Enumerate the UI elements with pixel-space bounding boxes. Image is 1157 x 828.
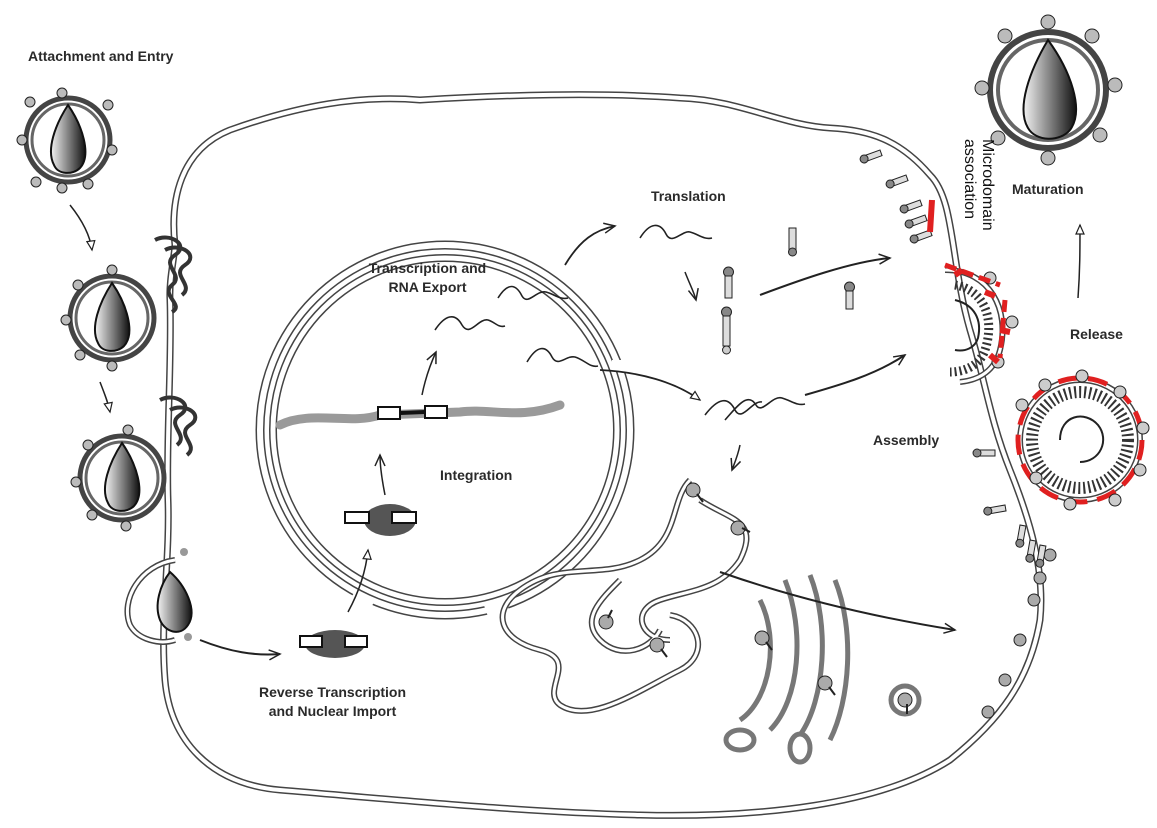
label-rt-line2: and Nuclear Import [220, 702, 445, 721]
label-transcription-line2: RNA Export [335, 278, 520, 297]
endoplasmic-reticulum [503, 480, 747, 711]
label-transcription: Transcription and RNA Export [335, 259, 520, 297]
label-maturation: Maturation [1012, 180, 1112, 199]
label-maturation-text: Maturation [1012, 180, 1112, 199]
label-microdomain-line1: Microdomain [978, 139, 996, 231]
label-rt-line1: Reverse Transcription [220, 683, 445, 702]
virion-binding [61, 265, 154, 371]
label-translation-text: Translation [651, 187, 761, 206]
label-assembly: Assembly [873, 431, 963, 450]
virion-attaching [17, 88, 117, 193]
virion-fusing [71, 425, 164, 531]
gag-polyproteins [722, 228, 855, 354]
budding-virion-late [1016, 370, 1149, 510]
label-release-text: Release [1070, 325, 1150, 344]
label-microdomain-line2: association [960, 139, 978, 231]
process-arrows [70, 205, 1080, 654]
envelope-proteins-membrane [982, 549, 1056, 718]
label-transcription-line1: Transcription and [335, 259, 520, 278]
label-reverse-transcription: Reverse Transcription and Nuclear Import [220, 683, 445, 721]
label-integration: Integration [440, 466, 550, 485]
nucleus [260, 245, 634, 619]
membrane-gag-clusters [859, 149, 1047, 568]
microdomain-highlight [930, 200, 932, 232]
reverse-transcription-complex [300, 630, 367, 658]
label-assembly-text: Assembly [873, 431, 963, 450]
envelope-proteins-er [599, 483, 912, 714]
label-release: Release [1070, 325, 1150, 344]
endoplasmic-reticulum-lumen [503, 480, 747, 711]
preintegration-complex [345, 504, 416, 536]
mature-virion [975, 15, 1122, 165]
label-attachment-entry-text: Attachment and Entry [28, 47, 228, 66]
label-attachment-entry: Attachment and Entry [28, 47, 228, 66]
virion-core-entering [127, 548, 192, 642]
label-integration-text: Integration [440, 466, 550, 485]
host-dna [280, 405, 560, 425]
label-translation: Translation [651, 187, 761, 206]
